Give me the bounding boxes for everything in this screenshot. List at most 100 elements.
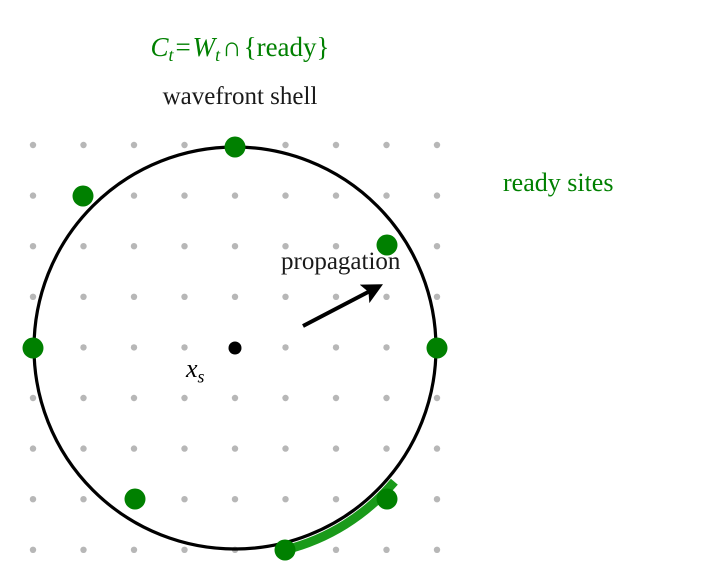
ready-sites-group bbox=[22, 136, 448, 561]
ready-site-dot[interactable] bbox=[376, 234, 398, 256]
lattice-dot bbox=[332, 243, 340, 250]
ready-site-dot[interactable] bbox=[274, 539, 296, 561]
lattice-dot bbox=[130, 445, 138, 452]
lattice-dot bbox=[181, 496, 188, 503]
lattice-dot bbox=[181, 445, 188, 452]
lattice-dot bbox=[29, 546, 37, 553]
lattice-dot bbox=[130, 546, 138, 553]
lattice-dot bbox=[80, 496, 87, 503]
lattice-dot bbox=[433, 496, 441, 503]
lattice-dot bbox=[29, 445, 37, 452]
lattice-dot bbox=[181, 293, 188, 300]
lattice-dot bbox=[433, 546, 441, 553]
source-point-label: xs bbox=[186, 356, 204, 386]
lattice-dot bbox=[433, 243, 441, 250]
lattice-dot bbox=[383, 141, 390, 149]
lattice-dot bbox=[29, 141, 37, 149]
lattice-dot bbox=[332, 394, 340, 402]
lattice-dot bbox=[282, 344, 289, 351]
intersection-symbol: ∩ bbox=[222, 32, 242, 62]
lattice-dot bbox=[80, 445, 87, 452]
ready-site-dot[interactable] bbox=[22, 337, 44, 359]
lattice-dot bbox=[80, 394, 87, 402]
lattice-dot bbox=[282, 394, 289, 402]
lattice-dot bbox=[231, 293, 239, 300]
lattice-dot bbox=[231, 192, 239, 199]
lattice-dot bbox=[181, 344, 188, 351]
ready-site-dot[interactable] bbox=[72, 185, 94, 207]
lattice-dot bbox=[80, 141, 87, 149]
formula-ready-set: {ready} bbox=[243, 32, 330, 62]
lattice-dot bbox=[332, 192, 340, 199]
formula-rhs-subscript: t bbox=[215, 44, 221, 65]
lattice-dot bbox=[130, 344, 138, 351]
formula-equals: = bbox=[175, 32, 191, 62]
wavefront-shell-caption: wavefront shell bbox=[162, 83, 318, 110]
lattice-dot bbox=[29, 394, 37, 402]
lattice-dot bbox=[282, 293, 289, 300]
source-point-dot bbox=[228, 341, 242, 355]
lattice-dot bbox=[383, 192, 390, 199]
formula-label: Ct=Wt∩{ready} bbox=[0, 34, 480, 65]
lattice-dot bbox=[130, 394, 138, 402]
lattice-dot bbox=[433, 394, 441, 402]
lattice-dot bbox=[181, 394, 188, 402]
lattice-dot bbox=[80, 293, 87, 300]
lattice-dot bbox=[181, 141, 188, 149]
lattice-dot bbox=[332, 546, 340, 553]
propagation-arrow-line bbox=[302, 284, 383, 328]
lattice-dot bbox=[29, 192, 37, 199]
lattice-dot bbox=[231, 496, 239, 503]
formula-lhs: C bbox=[150, 32, 169, 62]
source-subscript: s bbox=[197, 366, 205, 387]
source-point bbox=[228, 341, 242, 355]
lattice-dot bbox=[130, 243, 138, 250]
lattice-dot bbox=[433, 445, 441, 452]
lattice-dot bbox=[332, 445, 340, 452]
lattice-dot bbox=[282, 496, 289, 503]
ready-arc-highlight bbox=[284, 478, 398, 555]
lattice-dot bbox=[181, 243, 188, 250]
lattice-dot bbox=[29, 496, 37, 503]
lattice-dot bbox=[130, 141, 138, 149]
lattice-dot bbox=[383, 293, 390, 300]
lattice-dot bbox=[282, 192, 289, 199]
lattice-dot bbox=[282, 445, 289, 452]
propagation-label: propagation bbox=[281, 248, 401, 275]
lattice-dot bbox=[231, 243, 239, 250]
ready-arc-path bbox=[284, 478, 398, 555]
lattice-dot bbox=[332, 496, 340, 503]
lattice-dot bbox=[332, 293, 340, 300]
lattice-dot bbox=[130, 293, 138, 300]
lattice-dot bbox=[80, 344, 87, 351]
lattice-dot bbox=[130, 192, 138, 199]
lattice-dot bbox=[282, 243, 289, 250]
lattice-dot bbox=[383, 445, 390, 452]
lattice-dot bbox=[383, 546, 390, 553]
lattice-dot bbox=[433, 293, 441, 300]
propagation-arrow bbox=[302, 284, 383, 328]
lattice-dot bbox=[29, 243, 37, 250]
ready-site-dot[interactable] bbox=[376, 488, 398, 510]
lattice-dot bbox=[181, 546, 188, 553]
ready-site-dot[interactable] bbox=[124, 488, 146, 510]
lattice-dot bbox=[332, 344, 340, 351]
lattice-dot bbox=[383, 394, 390, 402]
lattice-dot bbox=[231, 445, 239, 452]
lattice-dot bbox=[383, 344, 390, 351]
lattice-dot bbox=[433, 141, 441, 149]
ready-site-dot[interactable] bbox=[224, 136, 246, 158]
formula-rhs: W bbox=[192, 32, 216, 62]
lattice-dot bbox=[80, 546, 87, 553]
lattice-dot bbox=[181, 192, 188, 199]
formula-lhs-subscript: t bbox=[168, 44, 174, 65]
lattice-dot bbox=[231, 394, 239, 402]
source-symbol: x bbox=[186, 354, 198, 383]
ready-site-dot[interactable] bbox=[426, 337, 448, 359]
lattice-dot bbox=[433, 192, 441, 199]
lattice-dot bbox=[80, 243, 87, 250]
lattice-dot bbox=[29, 293, 37, 300]
lattice-dot bbox=[282, 141, 289, 149]
